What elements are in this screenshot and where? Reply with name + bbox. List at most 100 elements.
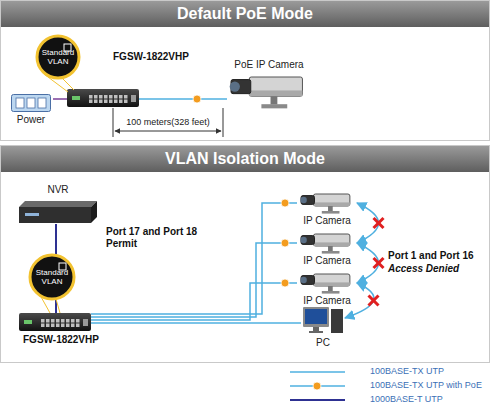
switch-port xyxy=(46,324,50,328)
switch-port xyxy=(41,319,45,323)
switch-port xyxy=(56,324,60,328)
legend-text: 100BASE-TX UTP with PoE xyxy=(370,380,482,390)
camera-body-shade xyxy=(313,282,349,286)
switch-port xyxy=(89,95,93,99)
camera-icon xyxy=(227,75,311,111)
nvr-side xyxy=(91,201,97,223)
switch-port xyxy=(119,100,123,104)
switch-port xyxy=(94,100,98,104)
camera-body-shade xyxy=(249,90,302,96)
device-node: PC xyxy=(301,307,345,349)
switch-led xyxy=(72,96,80,100)
camera-body-shade xyxy=(313,242,349,246)
switch-label: FGSW-1822VHP xyxy=(23,334,99,345)
device-label: IP Camera xyxy=(291,215,363,226)
edge-label: Port 17 and Port 18 Permit xyxy=(106,226,210,250)
zoom-text: Standard VLAN xyxy=(38,48,78,66)
power-icon xyxy=(11,94,51,112)
switch-port xyxy=(99,95,103,99)
nvr-front xyxy=(19,207,91,223)
switch-uplink xyxy=(131,95,136,102)
camera-mount xyxy=(328,286,333,291)
switch-port xyxy=(51,324,55,328)
switch-port xyxy=(41,324,45,328)
legend-text: 1000BASE-T UTP xyxy=(370,394,443,404)
camera-body xyxy=(249,77,302,96)
switch-port xyxy=(56,319,60,323)
camera-body xyxy=(313,234,349,246)
switch-port xyxy=(66,319,70,323)
switch-ports xyxy=(19,313,91,331)
switch-port xyxy=(99,100,103,104)
power-socket xyxy=(27,98,35,108)
device-label: PoE IP Camera xyxy=(227,59,311,70)
camera-glass xyxy=(230,81,240,91)
device-label: IP Camera xyxy=(291,255,363,266)
legend-poe-dot xyxy=(313,382,321,390)
camera-body xyxy=(313,274,349,286)
switch-port xyxy=(71,324,75,328)
camera-mount xyxy=(328,206,333,211)
switch-ports xyxy=(67,89,139,107)
camera-lens xyxy=(301,196,315,205)
camera-body-shade xyxy=(313,202,349,206)
switch-port xyxy=(104,100,108,104)
device-node: IP Camera xyxy=(297,193,357,227)
camera-lens xyxy=(301,276,315,285)
device-label: IP Camera xyxy=(291,295,363,306)
switch-led xyxy=(24,320,32,324)
section-heading: Default PoE Mode xyxy=(1,1,489,27)
switch-port xyxy=(89,100,93,104)
zoom-text: Standard VLAN xyxy=(31,268,73,286)
switch-port xyxy=(119,95,123,99)
switch-port xyxy=(76,324,80,328)
switch-label: FGSW-1822VHP xyxy=(113,51,189,62)
switch-uplink xyxy=(83,319,88,326)
note-label: Access Denied xyxy=(388,263,459,274)
device-node: NVR xyxy=(17,184,99,224)
camera-icon xyxy=(297,233,357,255)
pc-monitor xyxy=(303,307,329,327)
device-label: NVR xyxy=(17,184,99,195)
switch-port xyxy=(109,95,113,99)
section-heading: VLAN Isolation Mode xyxy=(1,146,489,172)
device-label: Power xyxy=(3,114,59,125)
camera-base xyxy=(322,211,340,214)
nvr-top xyxy=(19,201,97,207)
switch-port xyxy=(124,95,128,99)
legend-line-poe xyxy=(290,385,345,387)
switch-port xyxy=(61,324,65,328)
pc-screen xyxy=(305,309,327,324)
device-label: PC xyxy=(301,337,345,348)
legend-line-tx xyxy=(290,371,345,373)
camera-lens xyxy=(301,236,315,245)
switch-port xyxy=(114,95,118,99)
switch-port xyxy=(71,319,75,323)
switch-port xyxy=(76,319,80,323)
switch-port xyxy=(51,319,55,323)
power-box xyxy=(12,95,51,112)
camera-base xyxy=(322,251,340,254)
device-node: IP Camera xyxy=(297,273,357,307)
section-panel: Default PoE ModePower FGSW-1822VHP PoE IP … xyxy=(0,0,490,141)
switch-port xyxy=(94,95,98,99)
device-node: IP Camera xyxy=(297,233,357,267)
camera-glass xyxy=(300,197,306,203)
switch-port xyxy=(124,100,128,104)
camera-base xyxy=(261,104,287,108)
switch-port xyxy=(66,324,70,328)
switch-port xyxy=(104,95,108,99)
camera-glass xyxy=(300,277,306,283)
device-node: PoE IP Camera xyxy=(227,59,311,111)
power-socket xyxy=(16,98,24,108)
camera-base xyxy=(322,291,340,294)
legend-text: 100BASE-TX UTP xyxy=(370,366,444,376)
pc-stand xyxy=(313,327,319,331)
camera-icon xyxy=(297,193,357,215)
device-node: FGSW-1822VHP xyxy=(67,89,139,107)
device-node: FGSW-1822VHP xyxy=(19,313,91,331)
legend-line-gigabit xyxy=(290,399,345,401)
device-node: Power xyxy=(9,91,53,131)
note-label: Port 1 and Port 16 xyxy=(388,250,474,261)
